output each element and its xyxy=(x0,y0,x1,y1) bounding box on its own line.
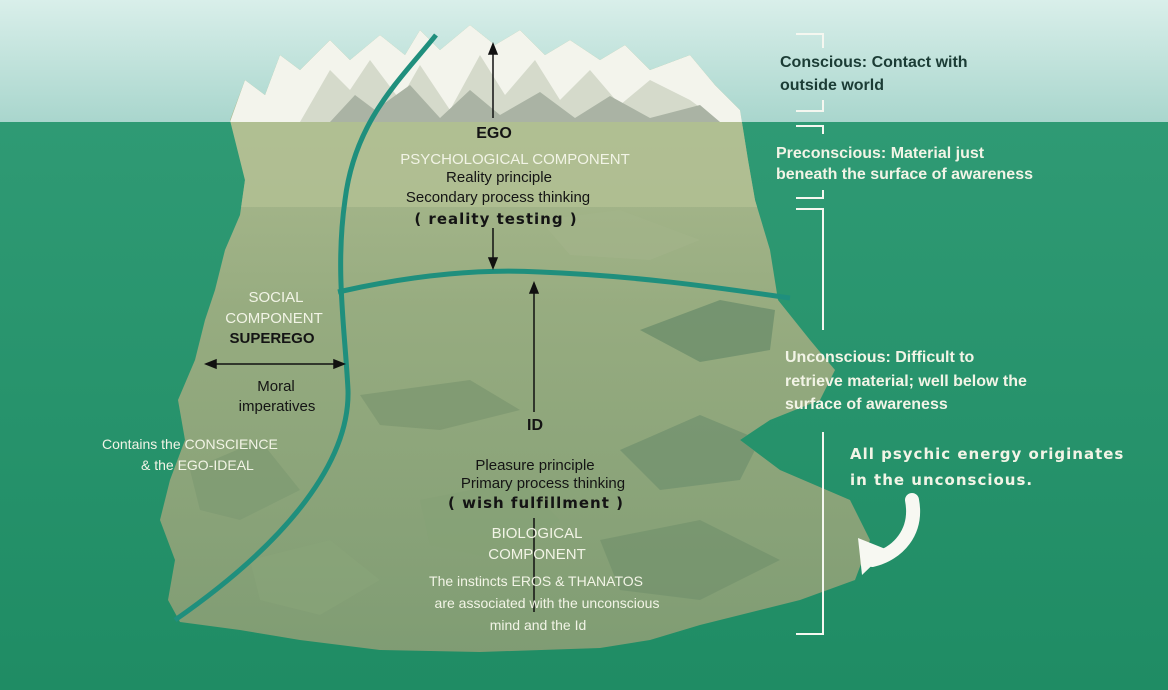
ego-title: EGO xyxy=(476,125,512,142)
superego-moral-line2: imperatives xyxy=(238,398,316,415)
superego-title: SUPEREGO xyxy=(229,330,315,347)
id-component-line1: BIOLOGICAL xyxy=(491,525,583,542)
id-wish-fulfillment: ( wish fulfillment ) xyxy=(448,494,624,512)
ego-id-boundary-line xyxy=(337,268,791,301)
conscious-bracket-bottom xyxy=(796,100,824,112)
unconscious-label-line2: retrieve material; well below the xyxy=(785,373,1027,390)
id-instincts-line3: mind and the Id xyxy=(489,617,587,633)
superego-component-line1: SOCIAL xyxy=(248,289,304,306)
preconscious-bracket-top xyxy=(796,125,824,134)
superego-double-arrow xyxy=(203,358,347,370)
superego-conscience-line2: & the EGO-IDEAL xyxy=(141,457,254,473)
id-component-line2: COMPONENT xyxy=(488,546,586,563)
ego-thinking: Secondary process thinking xyxy=(405,189,591,206)
superego-boundary-line xyxy=(173,33,438,623)
unconscious-label-line1: Unconscious: Difficult to xyxy=(785,349,975,366)
preconscious-bracket-bottom xyxy=(796,190,824,199)
superego-moral-line1: Moral xyxy=(257,378,295,395)
id-arrows xyxy=(528,280,540,612)
unconscious-bracket-top xyxy=(796,208,824,330)
energy-curved-arrow xyxy=(858,493,921,575)
id-principle: Pleasure principle xyxy=(475,457,595,474)
unconscious-label-line3: surface of awareness xyxy=(785,396,948,413)
conscious-label-line2: outside world xyxy=(780,77,884,94)
energy-note-line1: All psychic energy originates xyxy=(850,445,1125,463)
unconscious-bracket-bottom xyxy=(796,432,824,635)
ego-reality-testing: ( reality testing ) xyxy=(414,210,578,228)
id-thinking: Primary process thinking xyxy=(460,475,626,492)
preconscious-label-line1: Preconscious: Material just xyxy=(776,145,985,162)
id-title: ID xyxy=(527,417,543,434)
conscious-label-line1: Conscious: Contact with xyxy=(780,54,968,71)
id-instincts-line1: The instincts EROS & THANATOS xyxy=(429,573,643,589)
ego-arrows xyxy=(487,41,499,271)
conscious-bracket-top xyxy=(796,33,824,48)
energy-note-line2: in the unconscious. xyxy=(850,471,1034,489)
id-instincts-line2: are associated with the unconscious xyxy=(434,595,660,611)
level-brackets xyxy=(796,33,824,635)
ego-principle: Reality principle xyxy=(446,169,552,186)
superego-conscience-line1: Contains the CONSCIENCE xyxy=(102,436,278,452)
superego-component-line2: COMPONENT xyxy=(225,310,323,327)
ego-component: PSYCHOLOGICAL COMPONENT xyxy=(400,151,630,168)
preconscious-label-line2: beneath the surface of awareness xyxy=(776,166,1033,183)
